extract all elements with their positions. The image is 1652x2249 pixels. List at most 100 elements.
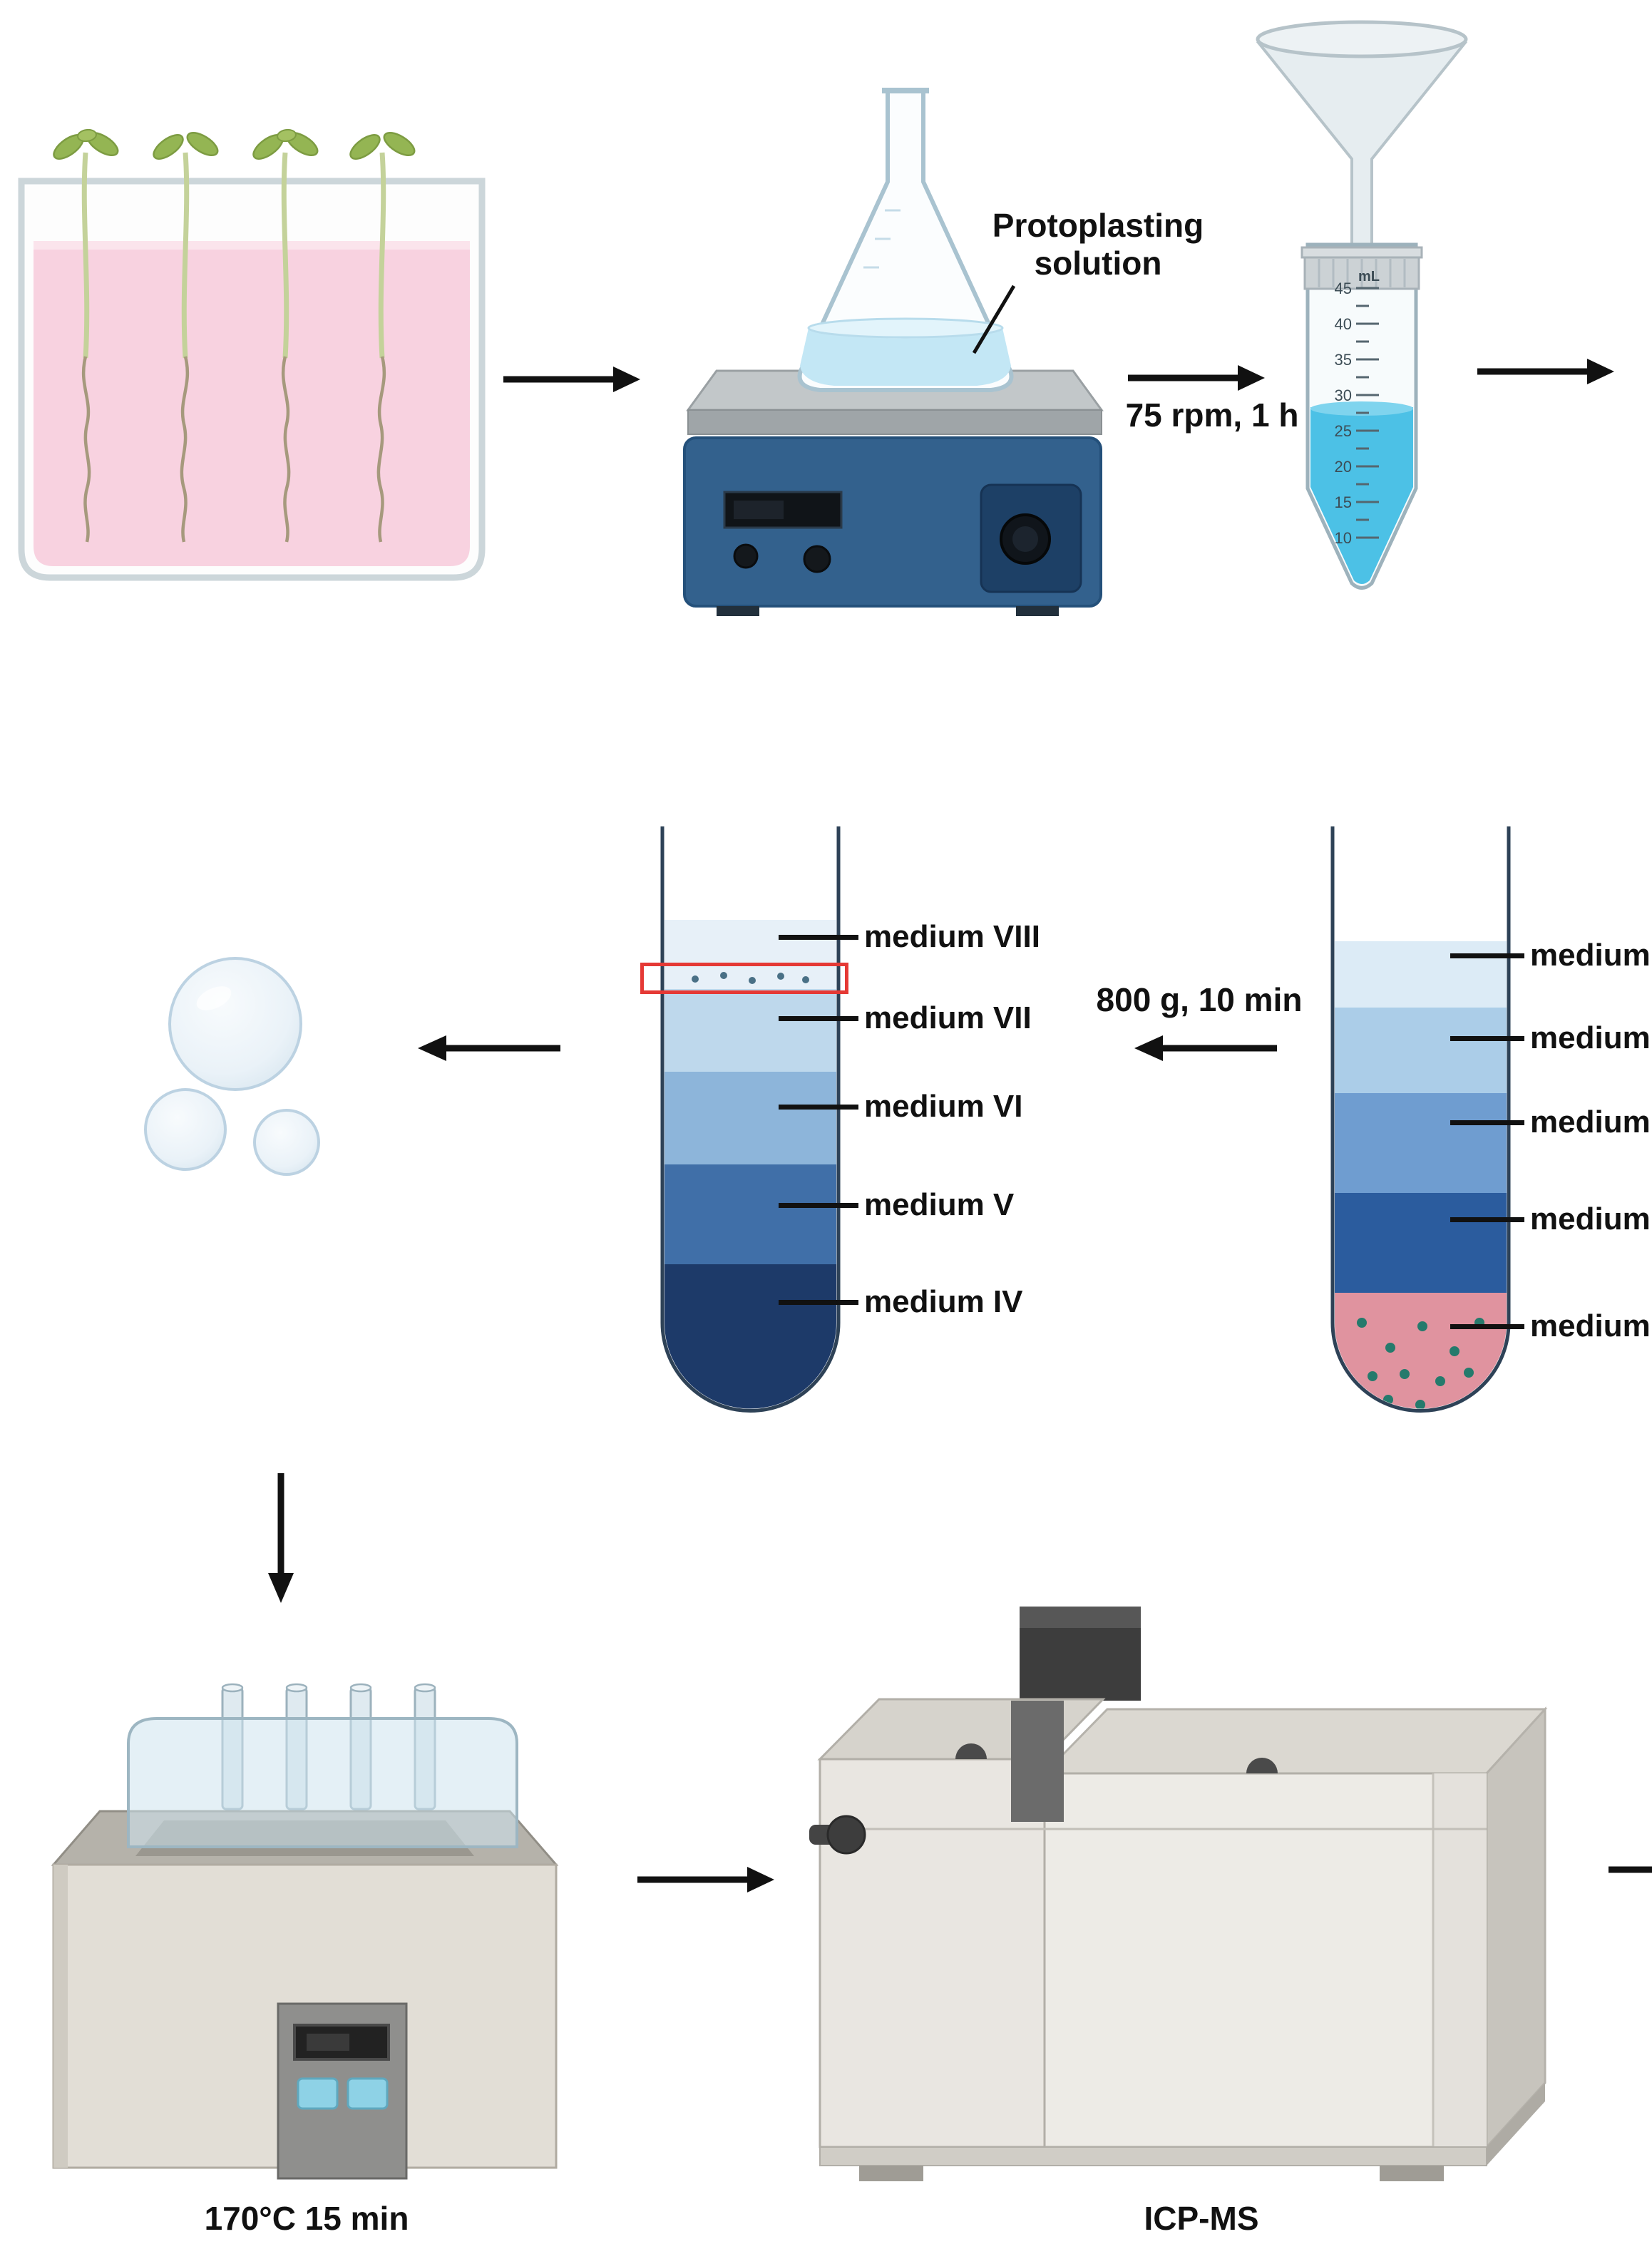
base-side [1487,2083,1545,2166]
panel-button-1 [297,2077,339,2110]
label-tick-line [779,1299,858,1305]
label-tick-line [1450,953,1524,958]
center-tube-label-medium-v: medium V [779,1187,1014,1222]
arrow-left-centrifuge [1134,1035,1277,1061]
icpms-label: ICP-MS [1144,2200,1259,2237]
right-unit-panel-strip [1433,1773,1487,2147]
band-medium-vii [665,989,836,1072]
graduation-20: 20 [1334,458,1352,476]
shaker-knob-small-1 [733,543,759,569]
flask-liquid [800,328,1011,386]
label-tick-line [779,1202,858,1208]
shaker-knob-large-inner [1012,526,1038,552]
graduation-45: 45 [1334,280,1352,297]
protoplast-medium [144,1088,227,1171]
top-knob-highlight [1020,1607,1141,1628]
graduation-35: 35 [1334,351,1352,369]
center-tube-label-medium-iv: medium IV [779,1284,1023,1319]
transparent-lid [127,1717,518,1848]
band-medium-v [665,1164,836,1264]
protoplasting-solution-label: Protoplasting solution [992,207,1204,282]
graduation-40: 40 [1334,315,1352,333]
tube-outline [1330,826,1511,1413]
side-knob [826,1815,866,1855]
seedling [349,131,416,543]
label-tick-line [1450,1216,1524,1222]
water-bath-illustration [51,1683,559,2180]
tube-outline [660,826,841,1413]
seedling [153,131,219,543]
arrow-right-5 [1609,1866,1652,1873]
foot-left [859,2166,923,2181]
seedling-container-illustration [18,128,486,581]
shaker-knob-small-2 [803,545,831,573]
protoplast-band-dots [692,972,809,984]
band-medium-vii [1335,1008,1507,1093]
label-tick-line [779,1104,858,1110]
shaker-foot-right [1016,606,1059,616]
band-medium-iv [665,1264,836,1409]
icpms-instrument-illustration [809,1607,1548,2181]
graduation-15: 15 [1334,493,1352,511]
erlenmeyer-flask [797,88,1014,392]
seedling [252,128,319,543]
right-tube-label-medium-vii: medium VII [1450,1020,1652,1055]
graduation-30: 30 [1334,386,1352,404]
band-medium-vi [1335,1093,1507,1193]
shaker-display-readout [734,501,784,519]
shaker-foot-left [717,606,759,616]
shaker-with-flask-illustration [683,88,1104,616]
panel-display-readout [307,2034,349,2051]
label-tick-line [779,1015,858,1021]
protoplasts-illustration [144,957,320,1176]
protoplast-large [168,957,302,1091]
center-tube-label-medium-viii: medium VIII [779,919,1040,954]
gradient-tube-layered-media [1330,826,1511,1413]
arrow-right-3 [1477,359,1614,384]
right-tube-label-medium-iv: medium IV [1450,1308,1652,1343]
centrifuge-condition-label: 800 g, 10 min [1096,981,1303,1018]
label-tick-line [1450,1323,1524,1329]
dark-vertical-module [1011,1701,1064,1822]
protoplast-small [253,1109,320,1176]
arrow-left-to-protoplasts [418,1035,560,1061]
band-medium-viii [1335,941,1507,1008]
centrifuge-tube [1300,242,1423,590]
gradient-tube-after-centrifugation [660,826,841,1413]
tube-unit-label: mL [1358,269,1380,285]
instrument-base [819,2146,1487,2166]
label-tick-line [779,934,858,940]
front-handle-left [955,1743,987,1759]
foot-right [1380,2166,1444,2181]
shaker-platform-edge [687,409,1102,435]
graduation-ticks [1356,287,1379,539]
arrow-right-1 [503,367,640,392]
center-tube-label-medium-vi: medium VI [779,1089,1023,1124]
red-highlight-box [640,963,848,994]
arrow-right-2 [1128,365,1265,391]
seedling [53,128,119,543]
graduation-10: 10 [1334,529,1352,547]
liquid-surface [34,241,470,250]
front-handle-right [1246,1758,1278,1773]
protoplasting-pointer-line [972,285,1016,354]
right-tube-label-medium-v: medium V [1450,1202,1652,1236]
right-unit-side [1485,1706,1546,2150]
right-tube-label-medium-vi: medium VI [1450,1105,1652,1139]
shake-condition-label: 75 rpm, 1 h [1125,396,1299,434]
funnel-and-centrifuge-tube-illustration [1256,20,1468,590]
arrow-down [268,1473,294,1603]
funnel [1256,20,1468,256]
band-medium-v [1335,1193,1507,1293]
water-bath-condition-label: 170°C 15 min [204,2200,409,2237]
tube-liquid [1310,407,1413,584]
panel-button-2 [347,2077,389,2110]
right-tube-label-medium-viii: medium VIII [1450,938,1652,973]
right-unit-top [1042,1708,1548,1775]
arrow-right-4 [637,1867,774,1892]
body-left-shading [53,1865,68,2168]
label-tick-line [1450,1120,1524,1125]
pink-medium-liquid [34,241,470,566]
center-tube-label-medium-vii: medium VII [779,1000,1032,1035]
